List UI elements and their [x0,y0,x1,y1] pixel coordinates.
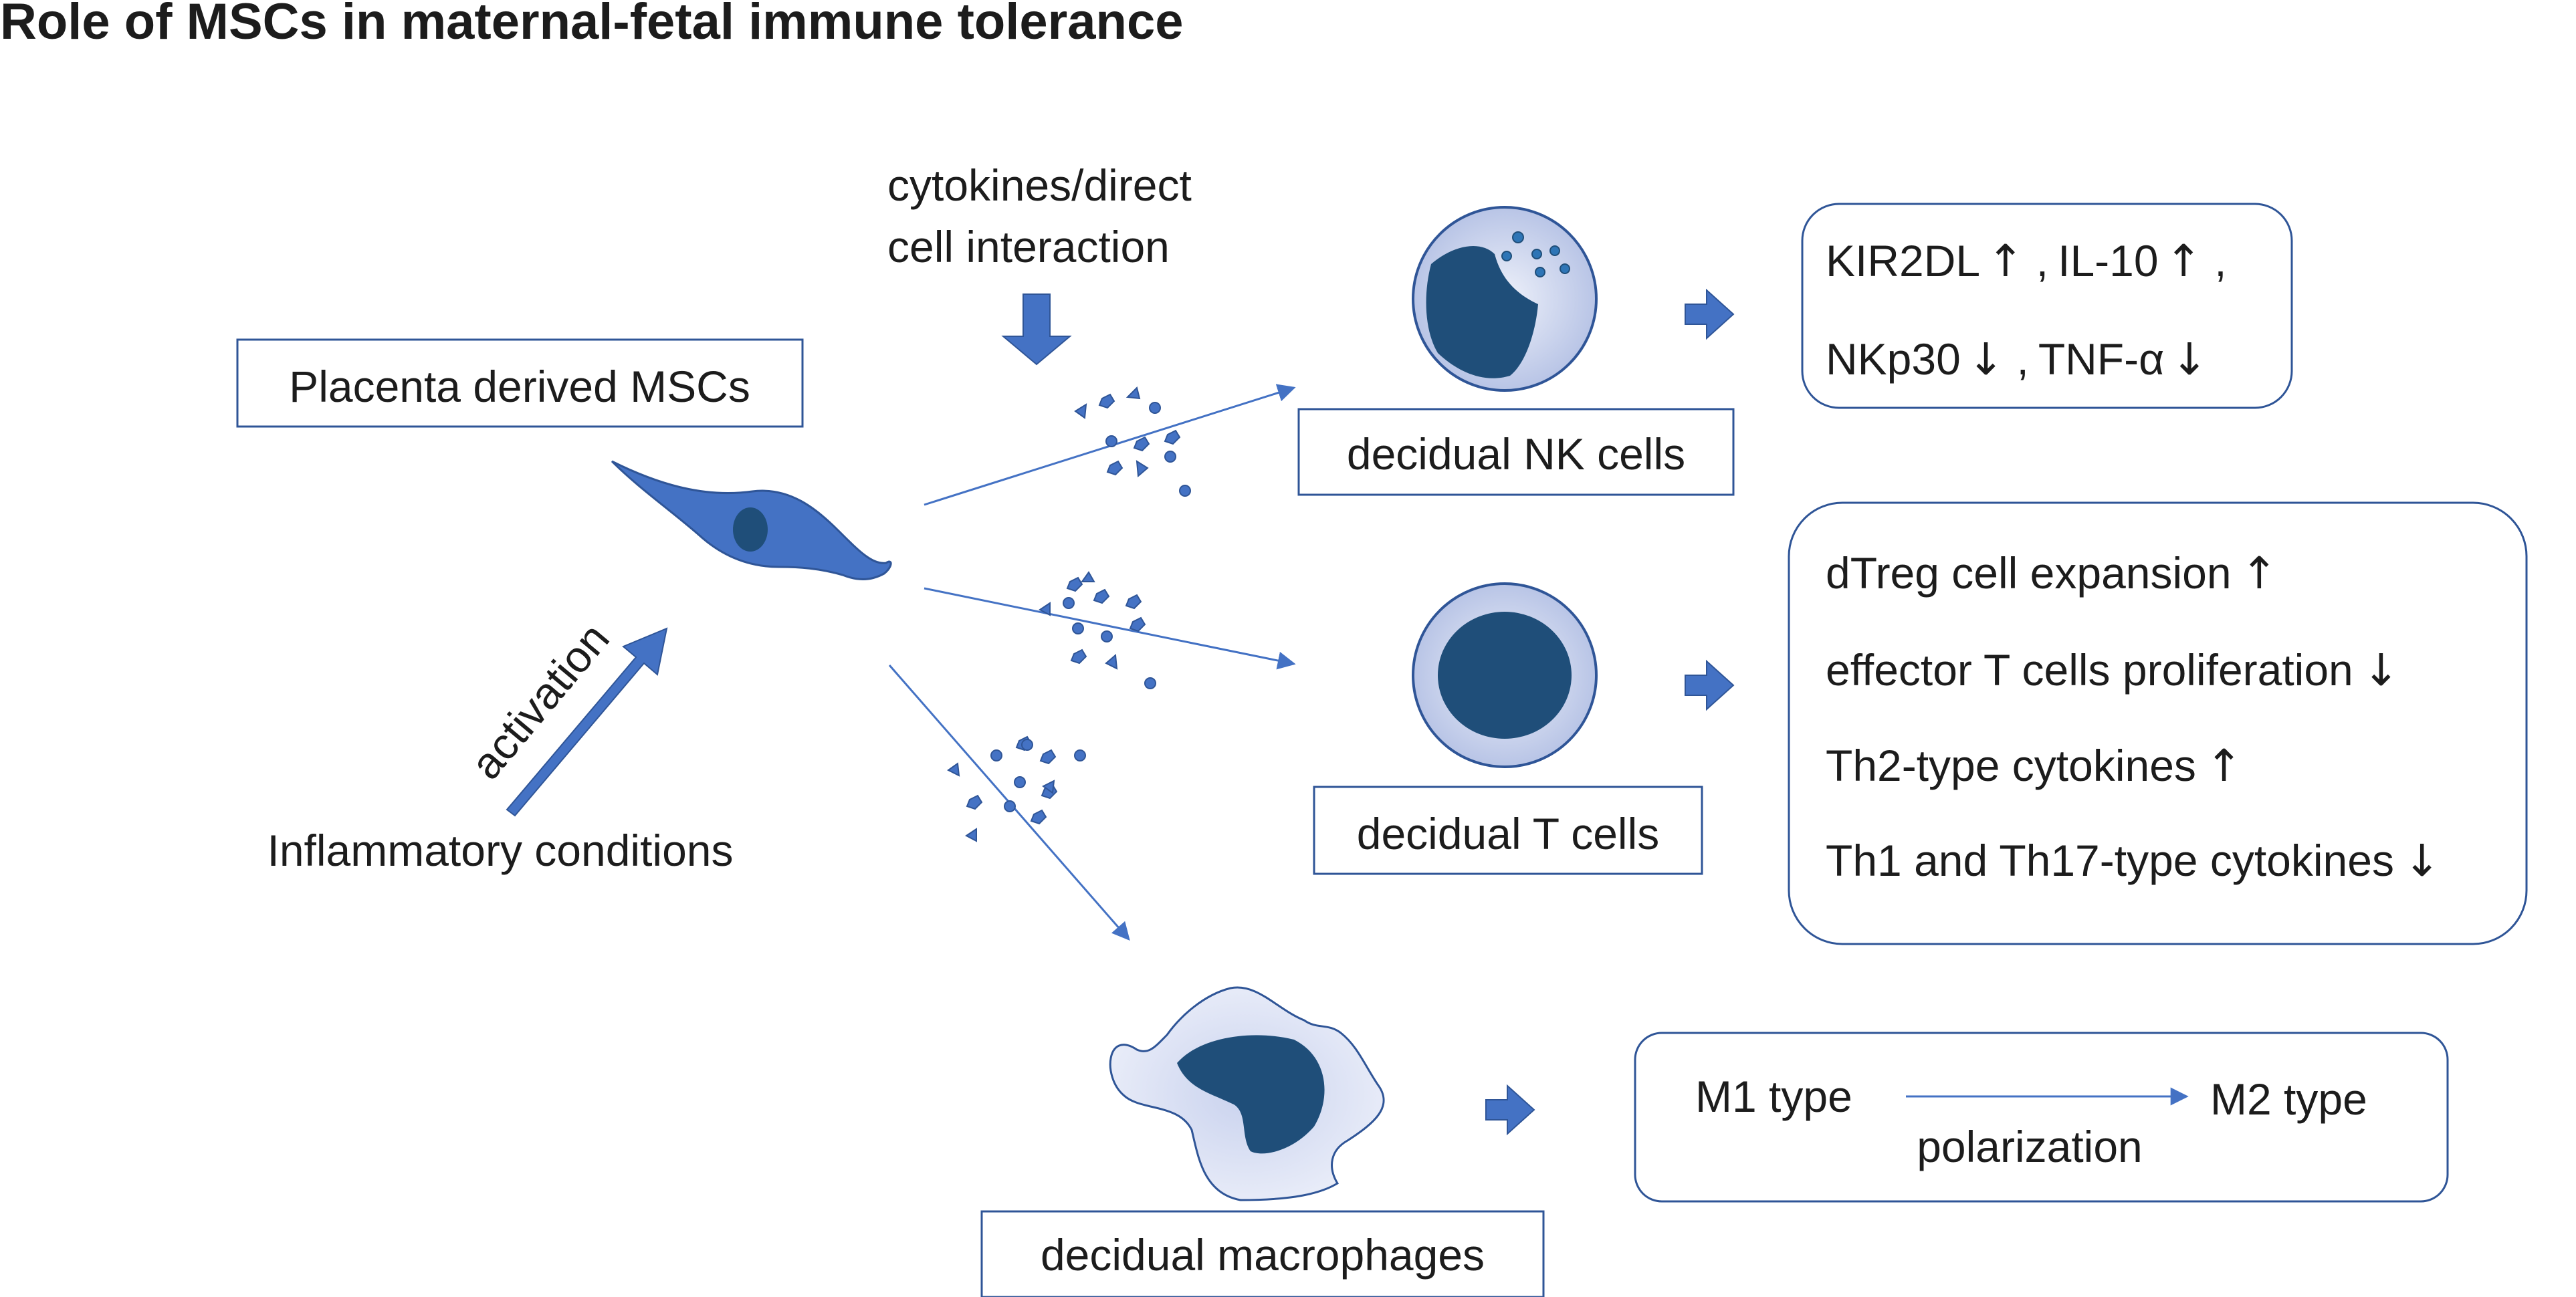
cytokines-label-line1: cytokines/direct [887,160,1192,210]
placenta-msc-label-box: Placenta derived MSCs [236,338,804,428]
nk-effect-line-1: KIR2DL↑ ,IL-10↑ , [1826,235,2227,287]
ray-to-t [924,587,1296,670]
m1-type-label: M1 type [1695,1072,1852,1121]
nk-cell-label-box: decidual NK cells [1297,408,1735,496]
diagram-title: Role of MSCs in maternal-fetal immune to… [0,0,1184,50]
nk-effect-line-2: NKp30↓ ,TNF-α↓ [1826,334,2208,385]
mac-effect-arrow [1485,1084,1535,1136]
t-effect-line-1: dTreg cell expansion↑ [1826,548,2278,599]
t-effect-line-4: Th1 and Th17-type cytokines↓ [1826,835,2440,887]
macrophage-label-box: decidual macrophages [980,1210,1545,1297]
inflammatory-conditions-label: Inflammatory conditions [267,826,734,875]
m2-type-label: M2 type [2210,1074,2367,1124]
t-effect-line-3: Th2-type cytokines↑ [1826,740,2242,792]
t-effect-line-2: effector T cells proliferation↓ [1826,644,2399,696]
macrophage-cell-icon [1109,986,1385,1201]
activation-arrow [506,627,668,817]
cytokines-label-line2: cell interaction [887,222,1170,271]
macrophage-effects-box: M1 type M2 type polarization [1634,1032,2449,1203]
activation-label: activation [461,614,619,788]
nk-cell-label: decidual NK cells [1347,429,1685,479]
cytokines-down-arrow [1001,293,1072,366]
nk-cell-icon [1412,206,1598,392]
msc-cell-icon [611,460,892,580]
t-cell-icon [1412,582,1598,768]
polarization-label: polarization [1917,1122,2143,1171]
cytokine-particles-3 [947,735,1086,842]
t-effect-arrow [1685,659,1735,711]
macrophage-label: decidual macrophages [1041,1230,1485,1280]
cytokine-particles-2 [1039,571,1156,689]
cytokine-particles-1 [1074,386,1191,497]
placenta-msc-label: Placenta derived MSCs [289,362,750,411]
t-effects-box: dTreg cell expansion↑ effector T cells p… [1788,501,2528,945]
t-cell-label: decidual T cells [1357,809,1660,858]
t-cell-label-box: decidual T cells [1313,786,1703,875]
nk-effects-box: KIR2DL↑ ,IL-10↑ , NKp30↓ ,TNF-α↓ [1801,203,2293,409]
nk-effect-arrow [1685,288,1735,340]
